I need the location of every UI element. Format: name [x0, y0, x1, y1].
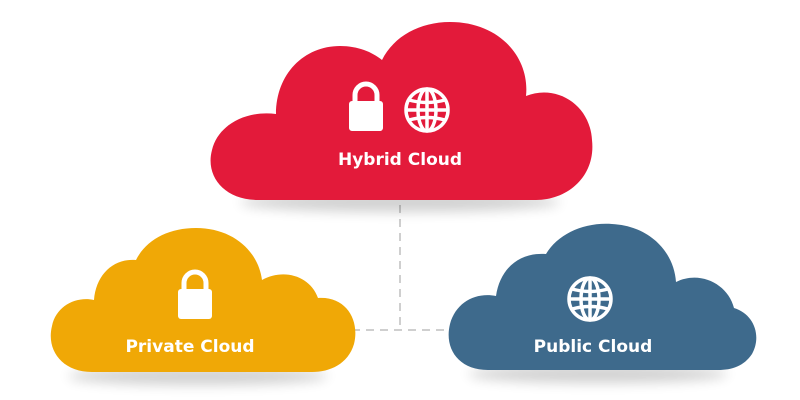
private-cloud-label: Private Cloud [125, 337, 254, 357]
hybrid-cloud-shape [210, 22, 593, 200]
globe-icon [567, 276, 613, 322]
public-cloud-label: Public Cloud [534, 337, 653, 357]
connector-lines [352, 205, 448, 331]
public-cloud: Public Cloud [448, 223, 757, 370]
globe-icon [404, 87, 450, 133]
hybrid-cloud: Hybrid Cloud [210, 22, 593, 200]
private-cloud: Private Cloud [50, 228, 356, 372]
public-cloud-shape [448, 223, 757, 370]
hybrid-cloud-label: Hybrid Cloud [338, 150, 462, 170]
